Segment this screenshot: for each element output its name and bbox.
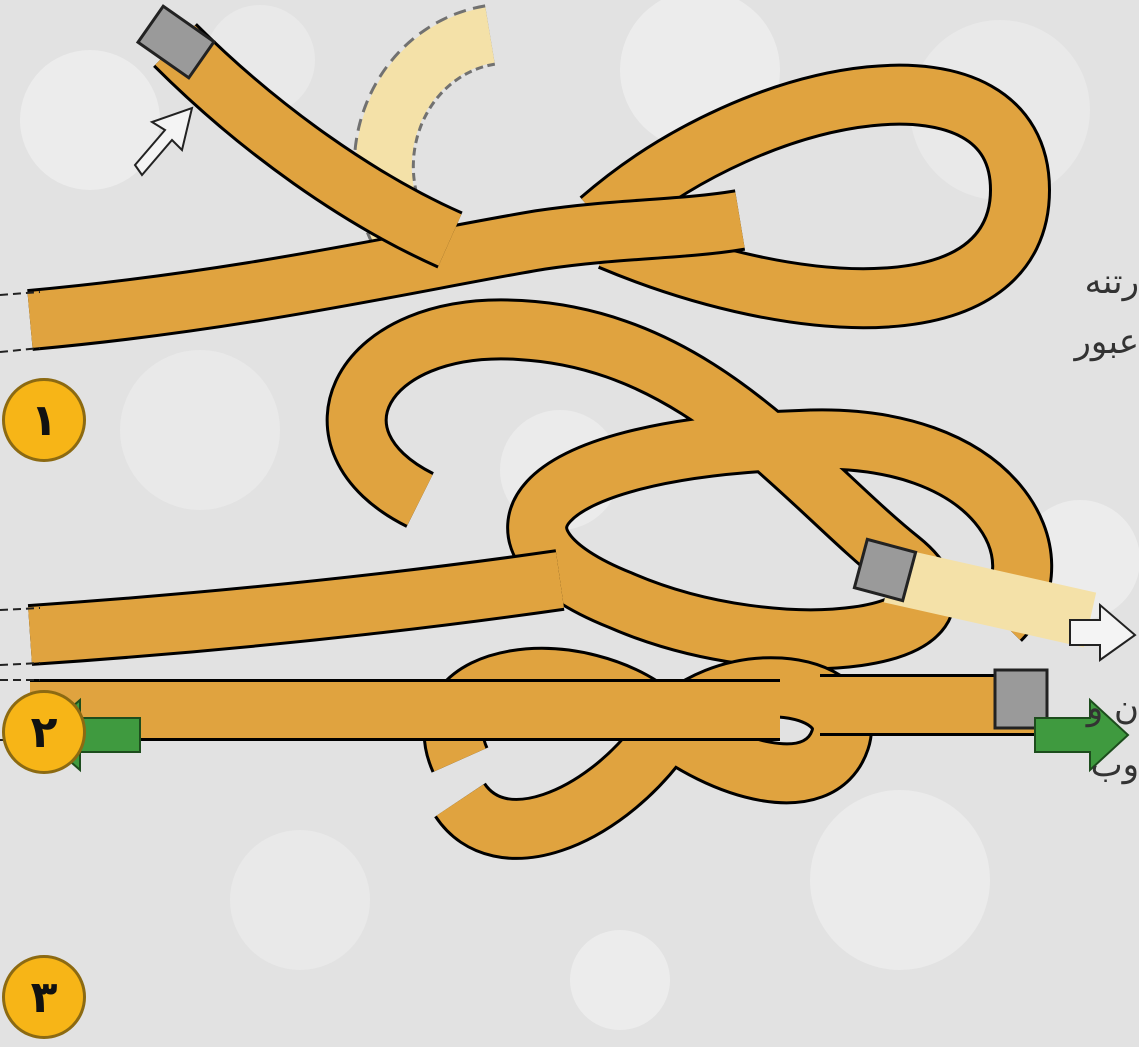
- step-2-rope: [30, 329, 1090, 639]
- rope-cut-marks: [0, 292, 40, 740]
- side-text-line-4: وب: [1091, 745, 1139, 785]
- step-badge-3: ۳: [2, 955, 86, 1039]
- step-1-hint-arrow: [135, 108, 192, 175]
- step-badge-1: ۱: [2, 378, 86, 462]
- side-text-line-3: ن و: [1087, 688, 1139, 728]
- step-3-rope: [30, 670, 1047, 829]
- side-text-line-2: عبور: [1074, 322, 1139, 362]
- step-1-rope: [30, 6, 1020, 320]
- step-badge-2: ۲: [2, 690, 86, 774]
- side-text-line-1: رتنه: [1085, 262, 1139, 302]
